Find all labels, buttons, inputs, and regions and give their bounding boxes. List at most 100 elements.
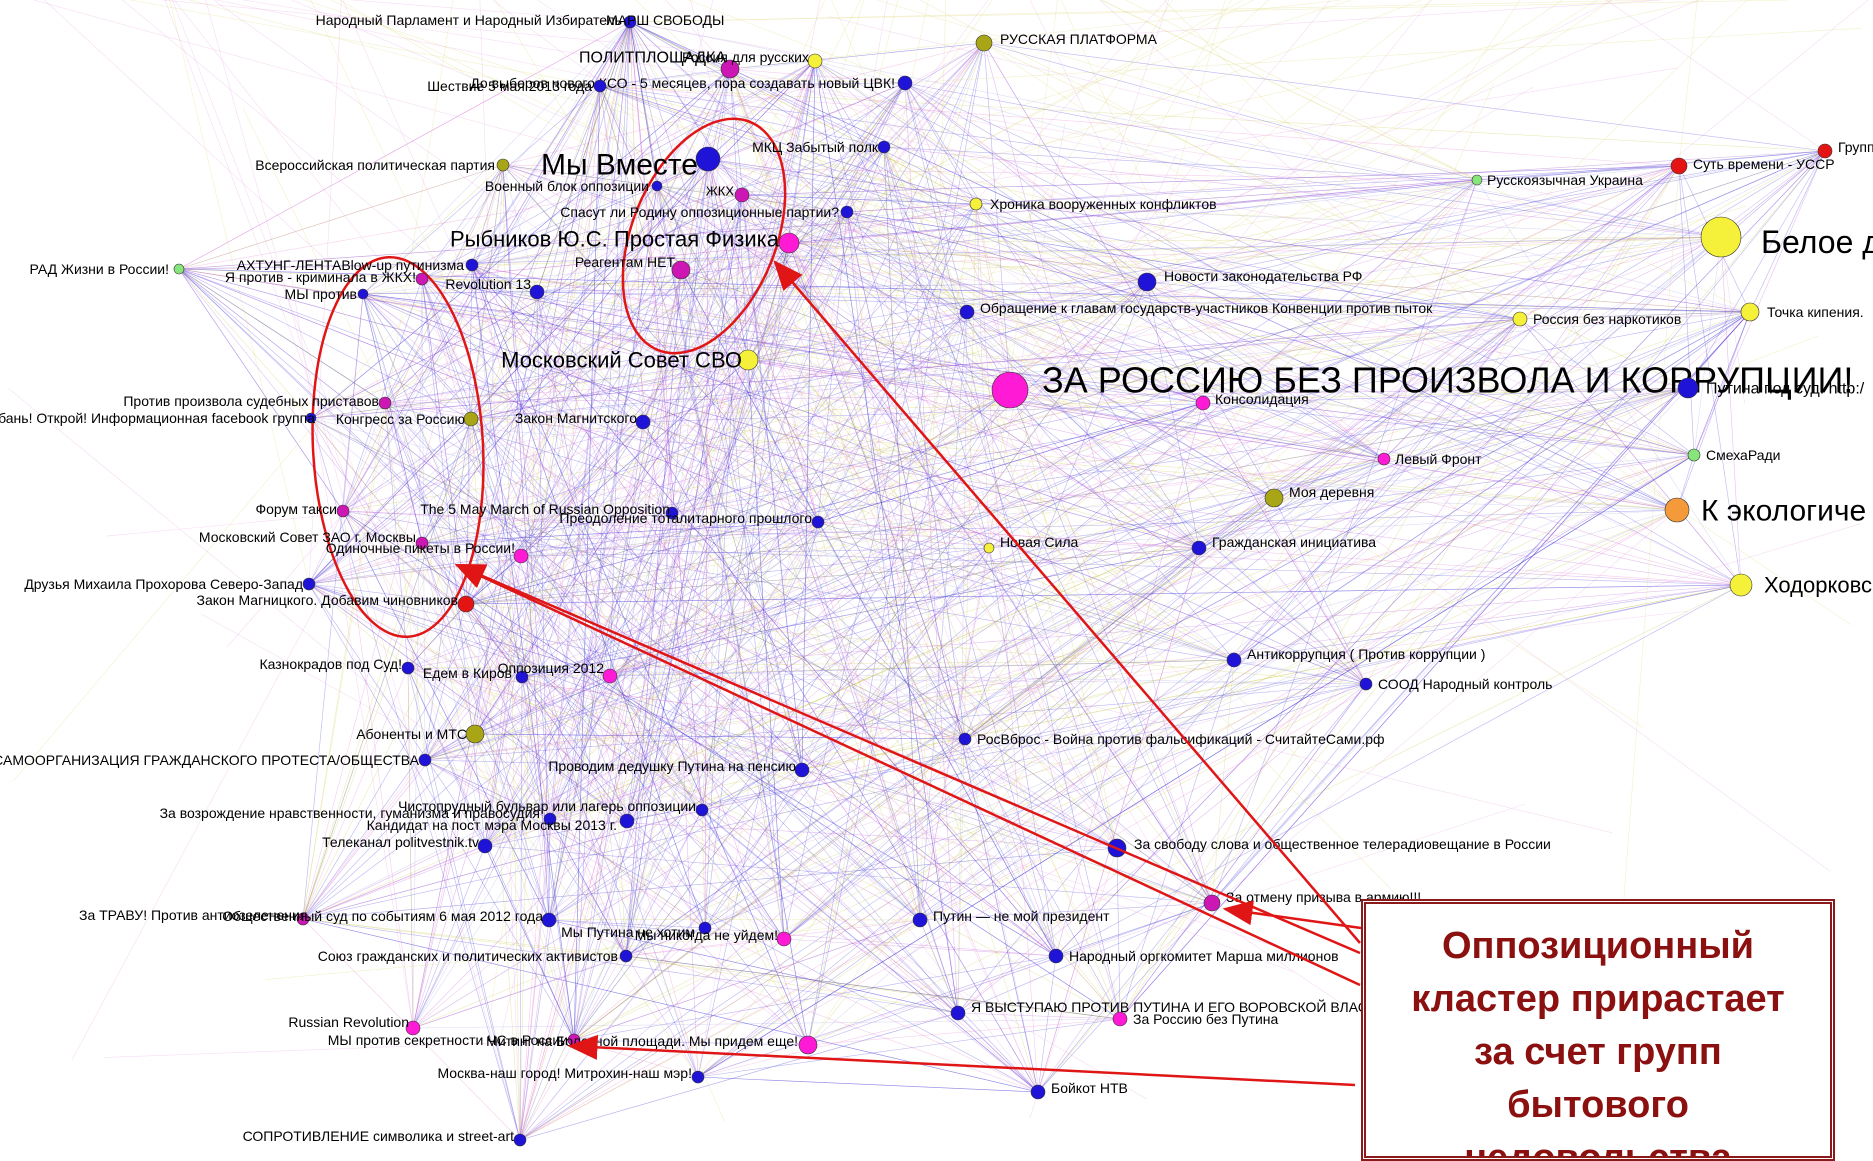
- node-dot: [529, 284, 545, 300]
- graph-edge: [801, 311, 968, 771]
- graph-edge: [1055, 902, 1213, 957]
- node-dot: [513, 1133, 527, 1147]
- graph-edge: [465, 603, 1057, 957]
- graph-edge: [407, 667, 486, 847]
- node-dot: [1740, 302, 1760, 322]
- graph-edge: [1678, 165, 1695, 456]
- graph-edge: [1119, 659, 1235, 1020]
- graph-edge: [919, 311, 1751, 921]
- graph-edge: [846, 42, 985, 213]
- graph-edge: [625, 269, 682, 957]
- graph-edge: [629, 21, 959, 1014]
- graph-edge: [573, 509, 1678, 1041]
- graph-edge: [412, 278, 423, 1029]
- graph-edge: [747, 60, 816, 361]
- graph-edge: [629, 21, 1126, 1008]
- node-dot: [691, 1070, 705, 1084]
- graph-edge: [502, 164, 819, 523]
- graph-edge: [1055, 584, 1742, 957]
- graph-edge: [536, 291, 1235, 661]
- node-dot: [1226, 652, 1242, 668]
- graph-edge: [548, 269, 682, 921]
- graph-edge: [788, 242, 1751, 313]
- graph-edge: [484, 555, 522, 847]
- node-dot: [794, 762, 810, 778]
- graph-edge: [302, 389, 1011, 920]
- graph-edge: [308, 281, 1148, 585]
- graph-edge: [817, 521, 1235, 661]
- graph-edge: [599, 85, 977, 205]
- graph-edge: [642, 421, 1678, 511]
- node-label: Народный оргкомитет Марша миллионов: [1069, 948, 1339, 964]
- graph-edge: [625, 211, 848, 957]
- graph-edge: [846, 211, 1644, 728]
- graph-edge: [788, 242, 1275, 499]
- graph-edge: [814, 60, 977, 205]
- graph-edge: [807, 547, 1200, 1046]
- graph-edge: [1519, 318, 1695, 456]
- node-label: Белое дви: [1761, 224, 1873, 260]
- graph-edge: [536, 291, 1751, 313]
- graph-edge: [801, 60, 816, 771]
- graph-edge: [213, 0, 990, 549]
- node-dot: [405, 1020, 421, 1036]
- graph-edge: [470, 418, 959, 1014]
- graph-edge: [626, 521, 819, 822]
- graph-edge: [424, 759, 1039, 1093]
- graph-edge: [783, 318, 1521, 940]
- graph-edge: [421, 158, 709, 544]
- node-label: Левый Фронт: [1395, 451, 1482, 467]
- graph-edge: [407, 521, 819, 669]
- graph-edge: [471, 264, 1213, 904]
- node-dot: [897, 75, 913, 91]
- graph-edge: [904, 82, 1695, 456]
- node-label: Антикоррупция ( Против коррупции ): [1247, 646, 1485, 662]
- graph-edge: [572, 82, 906, 768]
- graph-edge: [814, 60, 1678, 511]
- graph-edge: [573, 820, 628, 1041]
- graph-edge: [308, 583, 785, 940]
- graph-edge: [883, 146, 1478, 181]
- graph-edge: [424, 759, 551, 820]
- graph-edge: [471, 264, 1367, 685]
- node-label: Ходорковск: [1764, 573, 1873, 598]
- graph-edge: [465, 603, 1057, 957]
- graph-edge: [302, 918, 959, 1014]
- graph-edge: [474, 82, 906, 735]
- graph-node: Revolution 13: [445, 276, 545, 300]
- graph-edge: [729, 68, 1211, 172]
- graph-edge: [304, 0, 1148, 283]
- graph-edge: [384, 68, 731, 404]
- graph-edge: [573, 203, 977, 1041]
- graph-edge: [549, 584, 1742, 820]
- graph-edge: [479, 0, 521, 1141]
- graph-edge: [656, 185, 1118, 849]
- graph-edge: [302, 269, 682, 920]
- graph-edge: [729, 68, 906, 84]
- graph-edge: [520, 146, 885, 557]
- graph-edge: [484, 265, 1140, 847]
- graph-edge: [817, 521, 1057, 957]
- graph-edge: [308, 82, 906, 585]
- graph-edge: [342, 146, 885, 512]
- node-label: Суть времени - УССР: [1693, 156, 1835, 172]
- graph-edge: [801, 60, 816, 771]
- graph-edge: [599, 85, 644, 423]
- graph-edge: [519, 683, 1367, 1141]
- graph-edge: [817, 42, 985, 523]
- graph-edge: [629, 21, 834, 61]
- graph-edge: [412, 242, 790, 1029]
- node-dot: [1677, 377, 1699, 399]
- graph-edge: [1029, 0, 1275, 499]
- graph-edge: [573, 318, 1521, 1041]
- graph-edge: [1519, 150, 1826, 320]
- graph-edge: [342, 510, 1121, 1020]
- graph-edge: [625, 0, 821, 957]
- graph-edge: [484, 42, 985, 847]
- graph-edge: [656, 82, 906, 187]
- graph-edge: [310, 417, 521, 1141]
- graph-edge: [609, 0, 1613, 677]
- graph-edge: [599, 85, 803, 771]
- graph-edge: [465, 603, 628, 822]
- graph-edge: [747, 359, 959, 1014]
